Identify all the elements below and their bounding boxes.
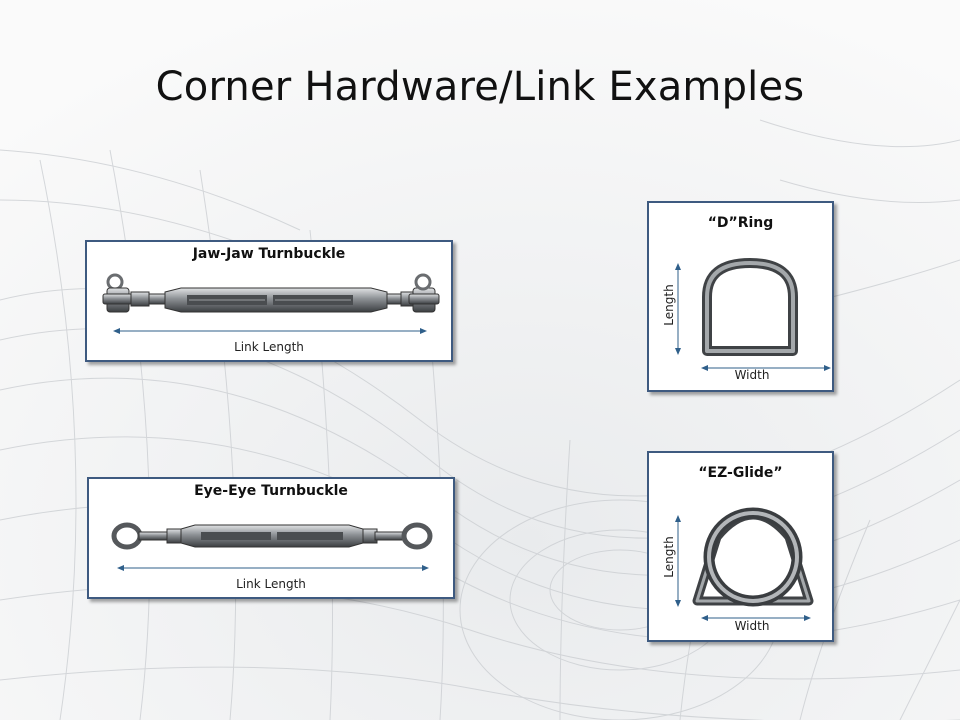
ez-glide-width-dimension-line: [701, 615, 811, 621]
d-ring-title: “D”Ring: [707, 215, 774, 231]
eye-eye-turnbuckle-title: Eye-Eye Turnbuckle: [194, 483, 348, 499]
jaw-jaw-turnbuckle-title: Jaw-Jaw Turnbuckle: [192, 246, 346, 262]
d-ring-width-dimension-line: [701, 365, 831, 371]
slide-title: Corner Hardware/Link Examples: [155, 64, 805, 110]
ez-glide-length-label: Length: [662, 536, 676, 578]
eye-eye-turnbuckle-image: [111, 522, 433, 550]
ez-glide-card: “EZ-Glide” Length Width: [647, 451, 834, 642]
jaw-jaw-turnbuckle-image: [102, 273, 440, 313]
link-length-dimension-line: [117, 565, 429, 571]
d-ring-length-dimension-line: [675, 263, 681, 355]
eye-eye-turnbuckle-card: Eye-Eye Turnbuckle Link Length: [87, 477, 455, 599]
ez-glide-image: [692, 507, 814, 607]
ez-glide-width-label: Width: [734, 619, 770, 633]
jaw-jaw-link-length-label: Link Length: [234, 340, 304, 354]
d-ring-width-label: Width: [734, 368, 770, 382]
ez-glide-title: “EZ-Glide”: [698, 465, 783, 481]
d-ring-image: [702, 258, 798, 356]
eye-eye-link-length-label: Link Length: [236, 577, 306, 591]
ez-glide-length-dimension-line: [675, 515, 681, 607]
d-ring-card: “D”Ring Length Width: [647, 201, 834, 392]
d-ring-length-label: Length: [662, 284, 676, 326]
link-length-dimension-line: [113, 328, 427, 334]
jaw-jaw-turnbuckle-card: Jaw-Jaw Turnbuckle Link: [85, 240, 453, 362]
